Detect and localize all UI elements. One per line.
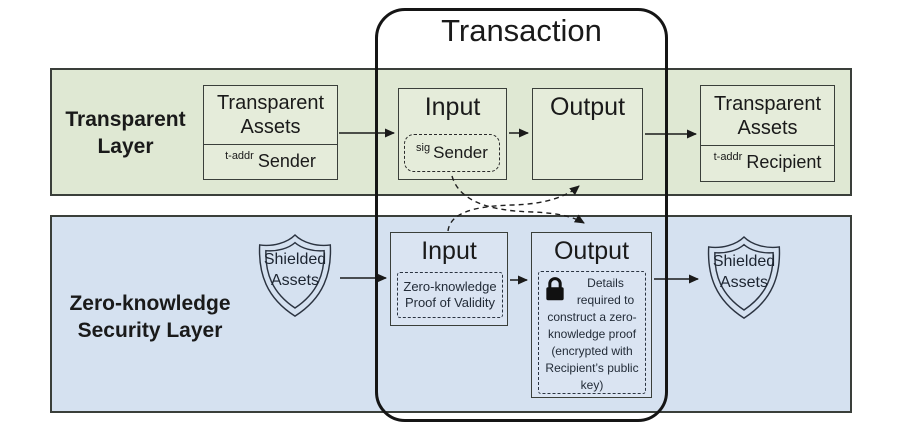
sender-address-row: t-addr Sender [204, 145, 337, 177]
t-addr-prefix: t-addr [713, 151, 743, 163]
zk-input-label: Input [421, 237, 477, 265]
transparent-output-label: Output [549, 93, 626, 121]
sig-prefix: sig [416, 142, 431, 154]
recipient-address-row: t-addr Recipient [701, 146, 834, 178]
zk-input-box: Input Zero-knowledge Proof of Validity [390, 232, 508, 326]
signature-box: sig Sender [404, 134, 500, 172]
zk-proof-box: Zero-knowledge Proof of Validity [397, 272, 503, 318]
transparent-assets-title: Transparent Assets [701, 86, 834, 146]
transparent-input-label: Input [424, 93, 481, 121]
zk-output-box: Output Details required to construct a z… [531, 232, 652, 398]
shield-icon [258, 233, 332, 317]
transparent-input-box: Input sig Sender [398, 88, 507, 180]
shield-icon [707, 235, 781, 319]
zk-output-label: Output [553, 237, 630, 265]
transparent-assets-title: Transparent Assets [204, 86, 337, 145]
recipient-name: Recipient [746, 151, 822, 172]
shielded-assets-label: Shielded Assets [263, 251, 327, 289]
sig-sender-name: Sender [433, 143, 488, 162]
transaction-title: Transaction [441, 13, 602, 48]
lock-icon [546, 277, 564, 301]
details-text: Details required to construct a zero-kno… [545, 276, 639, 392]
t-addr-prefix: t-addr [225, 150, 254, 162]
zk-layer-label: Zero-knowledge Security Layer [69, 292, 231, 342]
shielded-assets-right: Shielded Assets [702, 233, 786, 323]
transparent-output-box: Output [532, 88, 643, 180]
shielded-assets-label: Shielded Assets [712, 253, 776, 291]
transparent-assets-recipient-box: Transparent Assets t-addr Recipient [700, 85, 835, 182]
transparent-layer-label: Transparent Layer [65, 108, 186, 158]
shielded-assets-left: Shielded Assets [253, 231, 337, 321]
sender-name: Sender [257, 150, 316, 171]
transparent-assets-sender-box: Transparent Assets t-addr Sender [203, 85, 338, 180]
encrypted-details-box: Details required to construct a zero-kno… [538, 271, 646, 394]
